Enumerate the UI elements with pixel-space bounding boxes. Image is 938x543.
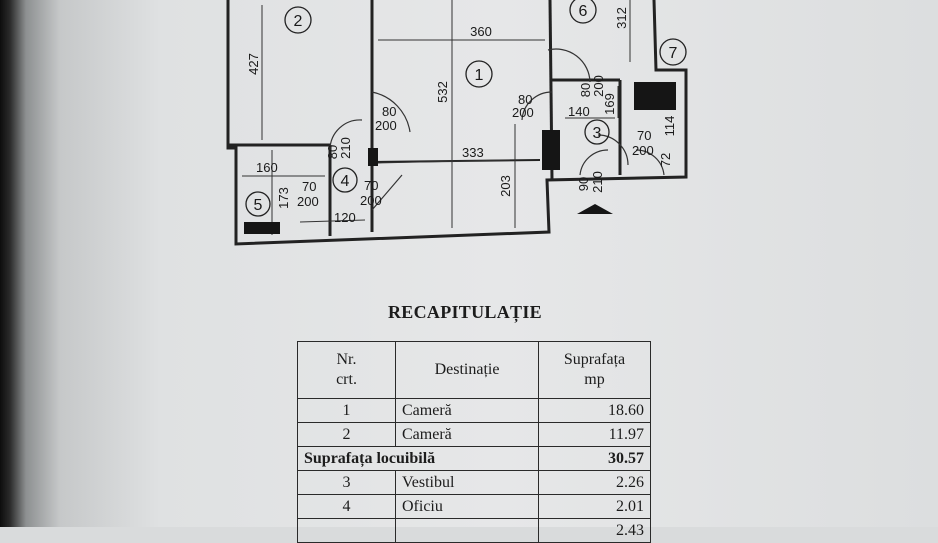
vent-block-5 [244,222,280,234]
floor-plan: 1 2 3 4 5 6 7 427 360 312 532 80 200 80 … [226,0,688,246]
room-number-7: 7 [669,45,678,62]
dim-door-80-a: 80 [382,104,396,119]
room-number-3: 3 [593,125,602,142]
cell-area: 2.43 [538,518,651,543]
outer-wall [226,0,688,246]
dim-door-200-f: 200 [360,193,382,208]
dim-door-200-d: 200 [632,143,654,158]
cell-area: 11.97 [538,422,651,447]
dim-333: 333 [462,145,484,160]
dim-door-80-b: 80 [578,83,593,97]
dim-door-80-c: 80 [518,92,532,107]
table-row: 2 Cameră 11.97 [297,422,651,447]
dim-door-70-c: 70 [364,178,378,193]
dim-door-200-b: 200 [591,75,606,97]
dim-532: 532 [435,81,450,103]
dim-door-70-b: 70 [302,179,316,194]
cell-nr: 1 [297,398,396,423]
dim-door-200-e: 200 [297,194,319,209]
recap-title: RECAPITULAȚIE [388,302,542,322]
table-row: 1 Cameră 18.60 [297,398,651,423]
room-number-5: 5 [254,197,263,214]
shaft-block-7 [634,82,676,110]
cell-destination: Cameră [395,422,539,447]
dim-360: 360 [470,24,492,39]
dim-door-90: 90 [576,177,591,191]
subtotal-area: 30.57 [538,446,651,471]
room-number-6: 6 [579,3,588,20]
room-number-2: 2 [294,13,303,30]
dim-173: 173 [276,187,291,209]
table-row-partial: 2.43 [297,518,651,543]
dim-door-210-b: 210 [590,171,605,193]
header-nr: Nr.crt. [297,341,396,399]
cell-destination: Vestibul [395,470,539,495]
cell-nr: 4 [297,494,396,519]
table-row: 4 Oficiu 2.01 [297,494,651,519]
dim-169: 169 [602,93,617,115]
subtotal-label: Suprafața locuibilă [297,446,539,471]
dim-160: 160 [256,160,278,175]
cell-destination: Cameră [395,398,539,423]
dim-door-70-a: 70 [637,128,651,143]
cell-area: 2.01 [538,494,651,519]
subtotal-row: Suprafața locuibilă 30.57 [297,446,651,471]
room-number-4: 4 [341,173,350,190]
dim-door-80-d: 80 [325,145,340,159]
dim-427: 427 [246,53,261,75]
column-block [368,148,378,166]
entrance-arrow-icon [577,204,613,214]
table-row: 3 Vestibul 2.26 [297,470,651,495]
dim-114: 114 [662,116,677,137]
dim-140: 140 [568,104,590,119]
cell-nr: 3 [297,470,396,495]
shaft-block [542,130,560,170]
dim-door-210-a: 210 [338,137,353,159]
dim-door-200-c: 200 [512,105,534,120]
cell-area: 18.60 [538,398,651,423]
dim-312: 312 [614,7,629,29]
cell-nr: 2 [297,422,396,447]
header-destination: Destinație [395,341,539,399]
cell-area: 2.26 [538,470,651,495]
dim-120: 120 [334,210,356,225]
room-number-1: 1 [475,67,484,84]
dim-203: 203 [498,175,513,197]
dim-door-200-a: 200 [375,118,397,133]
cell-destination: Oficiu [395,494,539,519]
dim-72: 72 [658,153,673,167]
